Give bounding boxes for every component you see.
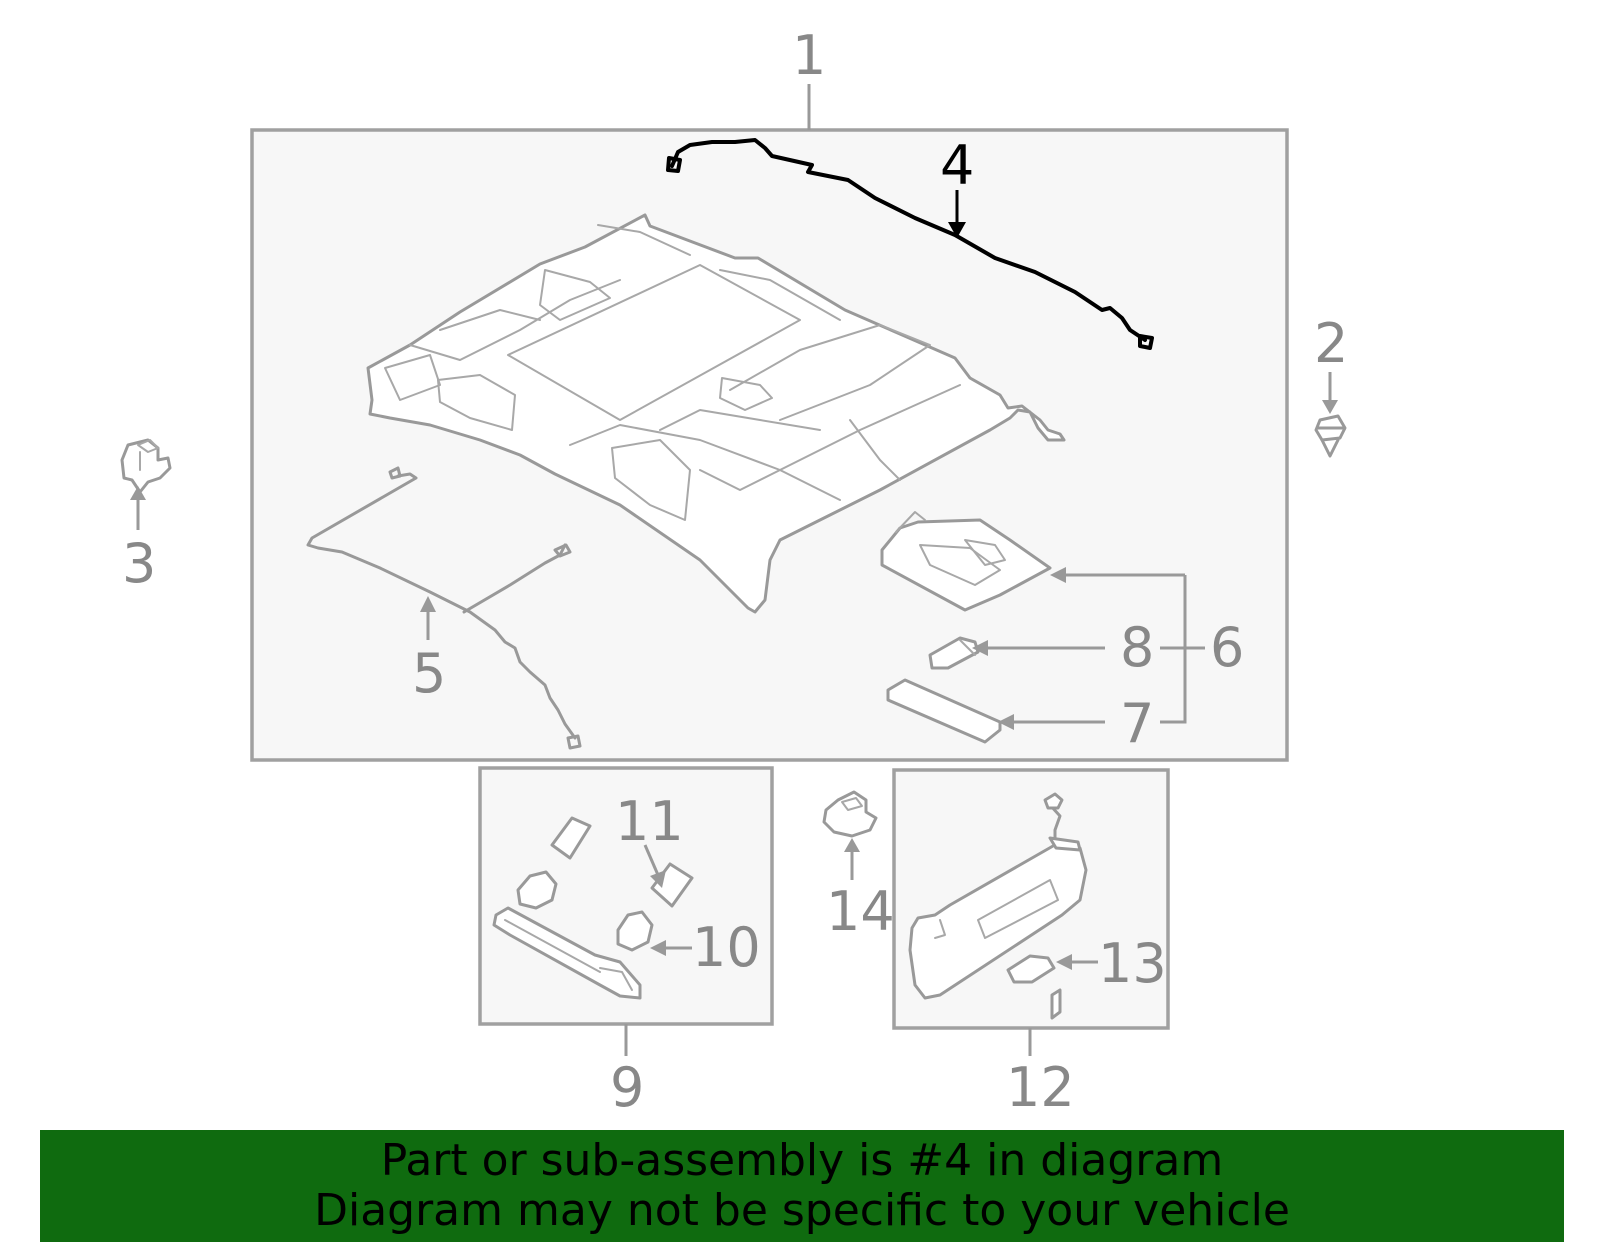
callout-9[interactable]: 9	[610, 1056, 644, 1119]
callout-6[interactable]: 6	[1210, 616, 1244, 679]
clip-10a	[516, 870, 558, 910]
clip-2	[1314, 414, 1347, 458]
bulb-13	[1006, 954, 1056, 984]
callout-5[interactable]: 5	[412, 642, 446, 705]
arrow-2	[1322, 400, 1338, 414]
callout-10[interactable]: 10	[692, 916, 761, 979]
arrow-3	[130, 486, 146, 500]
arrow-14	[844, 838, 860, 852]
wire-harness-5	[306, 466, 582, 750]
sun-visor-12	[908, 792, 1088, 1000]
clip-14	[822, 790, 878, 838]
cover-11a	[550, 816, 592, 860]
leader-11	[643, 844, 660, 876]
arrow-13	[1056, 954, 1072, 970]
grab-handle-9	[492, 906, 642, 1000]
callout-2[interactable]: 2	[1314, 312, 1348, 375]
arrow-4	[948, 222, 966, 238]
callout-3[interactable]: 3	[122, 532, 156, 595]
callout-8[interactable]: 8	[1120, 616, 1154, 679]
arrow-7	[998, 714, 1014, 730]
arrow-5	[420, 596, 436, 612]
lens-13b	[1050, 988, 1062, 1020]
callout-7[interactable]: 7	[1120, 692, 1154, 755]
bulb-8	[928, 636, 980, 670]
arrow-11	[650, 870, 666, 888]
bracket-3	[120, 438, 172, 494]
arrow-8	[972, 640, 988, 656]
arrow-10	[650, 940, 666, 956]
callout-11[interactable]: 11	[615, 790, 684, 853]
callout-14[interactable]: 14	[826, 880, 895, 943]
clip-10	[616, 910, 654, 952]
headliner-drawing	[366, 213, 1066, 614]
mirror-housing-6	[880, 511, 1052, 612]
arrow-6	[1050, 567, 1066, 583]
callout-4[interactable]: 4	[940, 134, 974, 197]
banner-line-2: Diagram may not be specific to your vehi…	[314, 1185, 1290, 1236]
banner-line-1: Part or sub-assembly is #4 in diagram	[380, 1135, 1224, 1186]
wire-harness-4[interactable]	[666, 138, 1154, 350]
bracket-6	[1160, 575, 1187, 724]
lens-7	[886, 678, 1002, 744]
info-banner: Part or sub-assembly is #4 in diagram Di…	[40, 1130, 1564, 1242]
callout-12[interactable]: 12	[1006, 1056, 1075, 1119]
callout-13[interactable]: 13	[1098, 932, 1167, 995]
callout-1[interactable]: 1	[792, 24, 826, 87]
